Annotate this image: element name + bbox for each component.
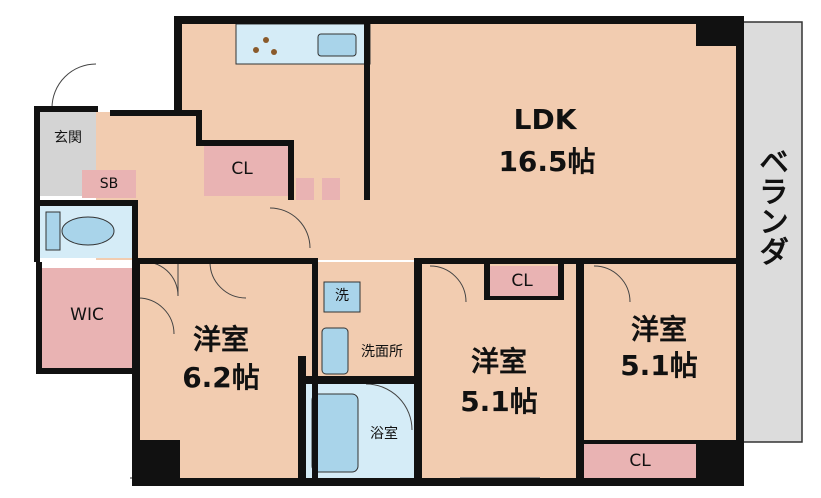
bathtub-icon (311, 393, 359, 473)
wall-entrance-left (34, 106, 40, 262)
wall-bottom (132, 478, 744, 486)
wall-kitchen-partition (364, 24, 370, 200)
wic-label: WIC (70, 305, 104, 325)
western3-size: 5.1帖 (620, 349, 698, 382)
wall-corner-block (132, 440, 180, 486)
wall-mid-horizontal (134, 258, 318, 264)
washing-machine-icon (323, 281, 361, 313)
bathroom-label: 浴室 (370, 426, 398, 442)
wall-top (174, 16, 744, 24)
wall-corner-block (696, 440, 744, 486)
western3-name: 洋室 (630, 313, 687, 346)
wall-bath-top (298, 376, 420, 384)
wall-wic-bottom (36, 368, 140, 374)
stove-burner-icon (271, 49, 277, 55)
small-storage-1 (296, 178, 314, 200)
door-swing-icon (51, 63, 97, 109)
western2-name: 洋室 (470, 345, 527, 378)
western3-closet-label: CL (629, 451, 651, 471)
sb-label: SB (99, 176, 119, 192)
wall-toilet-top (36, 200, 136, 206)
western3-closet (584, 444, 696, 478)
wall-toilet-right (132, 200, 138, 262)
door-swing-icon (365, 383, 413, 431)
entrance-label: 玄関 (54, 130, 82, 146)
western2-size: 5.1帖 (460, 385, 538, 418)
sink-icon (317, 33, 357, 57)
wall-western3-closet (584, 440, 738, 444)
shoe-box (82, 170, 136, 198)
stove-burner-icon (263, 37, 269, 43)
door-swing-icon (269, 207, 311, 249)
kitchen-closet-label: CL (231, 159, 253, 179)
laundry-label: 洗 (335, 288, 349, 304)
wall-wic-left (36, 262, 42, 372)
western1-name: 洋室 (192, 323, 249, 356)
ldk-name: LDK (513, 103, 577, 136)
vanity-icon (321, 327, 349, 375)
wall-wic-right (132, 258, 140, 440)
wall-western2-right (576, 258, 584, 484)
washroom-label: 洗面所 (361, 344, 403, 360)
wall-western2-closet (484, 296, 564, 300)
wall-western2-closet (484, 262, 490, 300)
wall-western2-closet (558, 262, 564, 300)
western-room-3 (582, 262, 740, 442)
door-swing-icon (429, 265, 467, 303)
door-swing-icon (593, 265, 631, 303)
door-swing-icon (209, 261, 247, 299)
western2-closet (488, 266, 558, 298)
wall-washroom-right (414, 258, 422, 484)
door-swing-icon (137, 297, 175, 335)
western2-closet-label: CL (511, 271, 533, 291)
wall-corridor-top (110, 110, 200, 116)
wic-room (40, 268, 134, 368)
wall-corridor-step (196, 110, 202, 146)
ldk-size: 16.5帖 (498, 145, 596, 178)
wall-left-upper (174, 16, 182, 114)
toilet-bowl-icon (61, 216, 115, 246)
wall-right (736, 16, 744, 444)
stove-burner-icon (253, 47, 259, 53)
balcony-label: ベランダ (753, 146, 788, 266)
wall-corner-block (696, 16, 742, 46)
toilet-tank-icon (45, 211, 61, 251)
wall-western1-right (312, 258, 318, 484)
balcony-area (739, 21, 803, 443)
small-storage-2 (322, 178, 340, 200)
western1-size: 6.2帖 (182, 361, 260, 394)
wall-closet-frame (200, 140, 294, 146)
wall-closet-frame (288, 140, 294, 200)
wall-bath-left (298, 356, 306, 484)
kitchen-closet (204, 146, 290, 196)
wall-entrance-top (34, 106, 98, 112)
